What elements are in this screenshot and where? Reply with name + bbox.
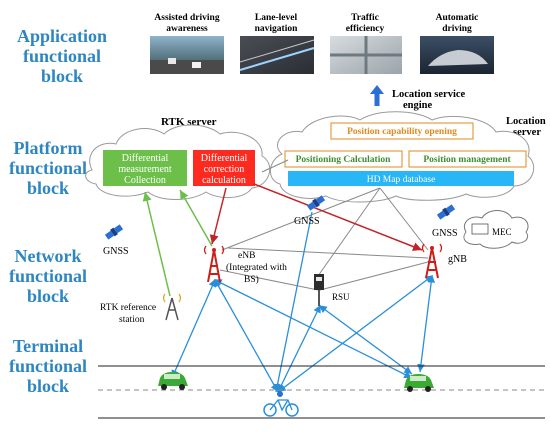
position-mgmt-label: Position management [423, 155, 511, 165]
application-block-line3: block [41, 66, 83, 86]
diff-correction-line3: calculation [202, 175, 246, 186]
app-label: navigation [255, 24, 298, 34]
connections [142, 159, 436, 393]
gnb-label: gNB [448, 254, 467, 265]
gnss-center-label: GNSS [294, 216, 320, 227]
rsu-to-bike-arrow [277, 304, 321, 393]
rsu-icon [314, 274, 324, 306]
enb-to-measurement-arrow [179, 189, 213, 247]
server-to-rsu-line [317, 187, 381, 277]
enb-tower-icon [203, 245, 225, 283]
positioning-calc-box [284, 150, 403, 168]
terminal-block-line1: Terminal [13, 336, 83, 356]
diff-measurement-line1: Differential [122, 153, 169, 164]
location-server-line2: server [513, 127, 541, 138]
rtk-server-label: RTK server [161, 116, 217, 128]
app-label: awareness [166, 24, 208, 34]
network-block-line1: Network [15, 246, 82, 266]
app-automatic-driving: Automatic driving [420, 13, 494, 74]
satellite-center-icon [306, 195, 326, 211]
enb-to-rsu-line [219, 269, 319, 291]
app-assisted-driving: Assisted driving awareness [150, 13, 224, 74]
up-arrow-head-icon [370, 85, 384, 94]
diff-correction-line2: correction [204, 164, 245, 175]
enb-label-line3: BS) [244, 274, 259, 285]
satellite-right-icon [436, 204, 456, 220]
diff-correction-line1: Differential [201, 153, 248, 164]
diff-measurement-line2: measurement [118, 164, 172, 175]
network-block-title: Network functional block [9, 246, 87, 306]
position-mgmt-box [408, 150, 527, 168]
location-engine-line2: engine [403, 100, 433, 111]
positioning-calc-label: Positioning Calculation [296, 155, 391, 165]
app-label: Traffic [351, 13, 379, 23]
terminal-block-title: Terminal functional block [9, 336, 87, 396]
app-traffic-efficiency: Traffic efficiency [330, 13, 402, 74]
diff-measurement-line3: Collection [124, 175, 166, 186]
mec-label: MEC [492, 227, 512, 237]
enb-to-car-right-arrow [213, 279, 413, 379]
network-block-line2: functional [9, 266, 87, 286]
lane-navigation-image [240, 36, 314, 74]
enb-to-bike-arrow [214, 278, 279, 393]
rtk-to-location-line [261, 159, 289, 173]
platform-block-line1: Platform [14, 138, 83, 158]
position-capability-box [330, 122, 474, 140]
platform-block-line2: functional [9, 158, 87, 178]
location-server-line1: Location [506, 116, 546, 127]
network-block-line3: block [27, 286, 69, 306]
hd-map-label: HD Map database [367, 175, 436, 185]
mec-server-icon [471, 223, 489, 235]
gnss-left-label: GNSS [103, 246, 129, 257]
bicycle-icon [263, 391, 299, 417]
gnb-tower-icon [421, 243, 443, 279]
app-lane-level-navigation: Lane-level navigation [239, 13, 315, 74]
platform-block-title: Platform functional block [9, 138, 87, 198]
rtk-station-icon [162, 293, 182, 321]
application-block-title: Application functional block [17, 26, 107, 86]
gnss-right-label: GNSS [432, 228, 458, 239]
rsu-label: RSU [332, 292, 350, 302]
car-right-icon [404, 374, 434, 392]
rsu-to-car-right-arrow [318, 305, 413, 375]
diff-correction-box [193, 150, 255, 186]
server-to-enb-line [221, 187, 381, 251]
mec-cloud [463, 210, 529, 249]
platform-block-line3: block [27, 178, 69, 198]
position-capability-label: Position capability opening [347, 127, 457, 137]
server-to-gnb-line [379, 187, 429, 251]
location-engine-line1: Location service [392, 89, 466, 100]
station-to-measurement-arrow [142, 191, 171, 297]
enb-label-line1: eNB [238, 251, 255, 261]
app-label: Automatic [436, 13, 479, 23]
enb-label-line2: (Integrated with [226, 262, 287, 273]
rtk-station-line2: station [119, 315, 145, 325]
terminal-block-line3: block [27, 376, 69, 396]
app-label: Assisted driving [154, 13, 219, 23]
rsu-to-gnb-line [319, 261, 429, 291]
app-label: driving [442, 24, 472, 34]
satellite-left-icon [104, 224, 124, 240]
app-label: efficiency [346, 24, 385, 34]
correction-to-enb-arrow [209, 187, 227, 245]
app-label: Lane-level [255, 13, 298, 23]
application-block-line1: Application [17, 26, 107, 46]
enb-to-gnb-line [227, 247, 429, 259]
gnb-to-car-right-arrow [417, 274, 436, 373]
terminal-block-line2: functional [9, 356, 87, 376]
gnss-to-bike-arrow [273, 211, 313, 393]
rtk-station-line1: RTK reference [100, 302, 156, 313]
diff-measurement-box [103, 150, 187, 186]
hd-map-bar [288, 171, 514, 186]
gnb-to-bike-arrow [277, 275, 434, 393]
car-left-icon [158, 372, 188, 390]
application-block-line2: functional [23, 46, 101, 66]
enb-to-car-left-arrow [171, 278, 216, 379]
correction-to-gnb-arrow [253, 183, 423, 251]
